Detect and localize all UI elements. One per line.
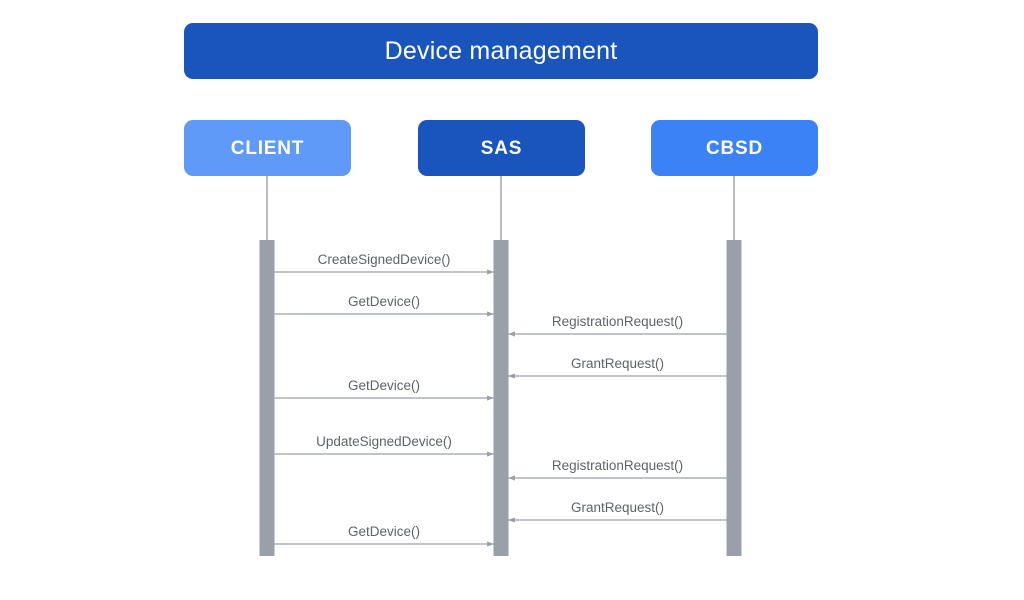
message-label-4: GrantRequest() [570,356,665,371]
lifelines-group [266,176,735,240]
message-label-5: GetDevice() [347,378,421,393]
message-label-8: GrantRequest() [570,500,665,515]
diagram-title-banner: Device management [184,23,818,79]
message-label-9: GetDevice() [347,524,421,539]
message-label-1: CreateSignedDevice() [317,252,451,267]
message-label-6: UpdateSignedDevice() [316,434,452,449]
activation-bar-client [259,240,275,556]
message-label-3: RegistrationRequest() [551,314,684,329]
participant-box-cbsd[interactable]: CBSD [651,120,818,176]
message-label-7: RegistrationRequest() [551,458,684,473]
participant-label-cbsd: CBSD [705,137,764,159]
message-arrows-group [274,269,727,547]
message-label-2: GetDevice() [347,294,421,309]
participant-box-client[interactable]: CLIENT [184,120,351,176]
participant-label-client: CLIENT [230,137,305,159]
participant-label-sas: SAS [480,137,523,159]
participant-box-sas[interactable]: SAS [418,120,585,176]
activation-bars-group [259,240,742,556]
activation-bar-sas [493,240,509,556]
activation-bar-cbsd [726,240,742,556]
page-title: Device management [384,36,618,65]
